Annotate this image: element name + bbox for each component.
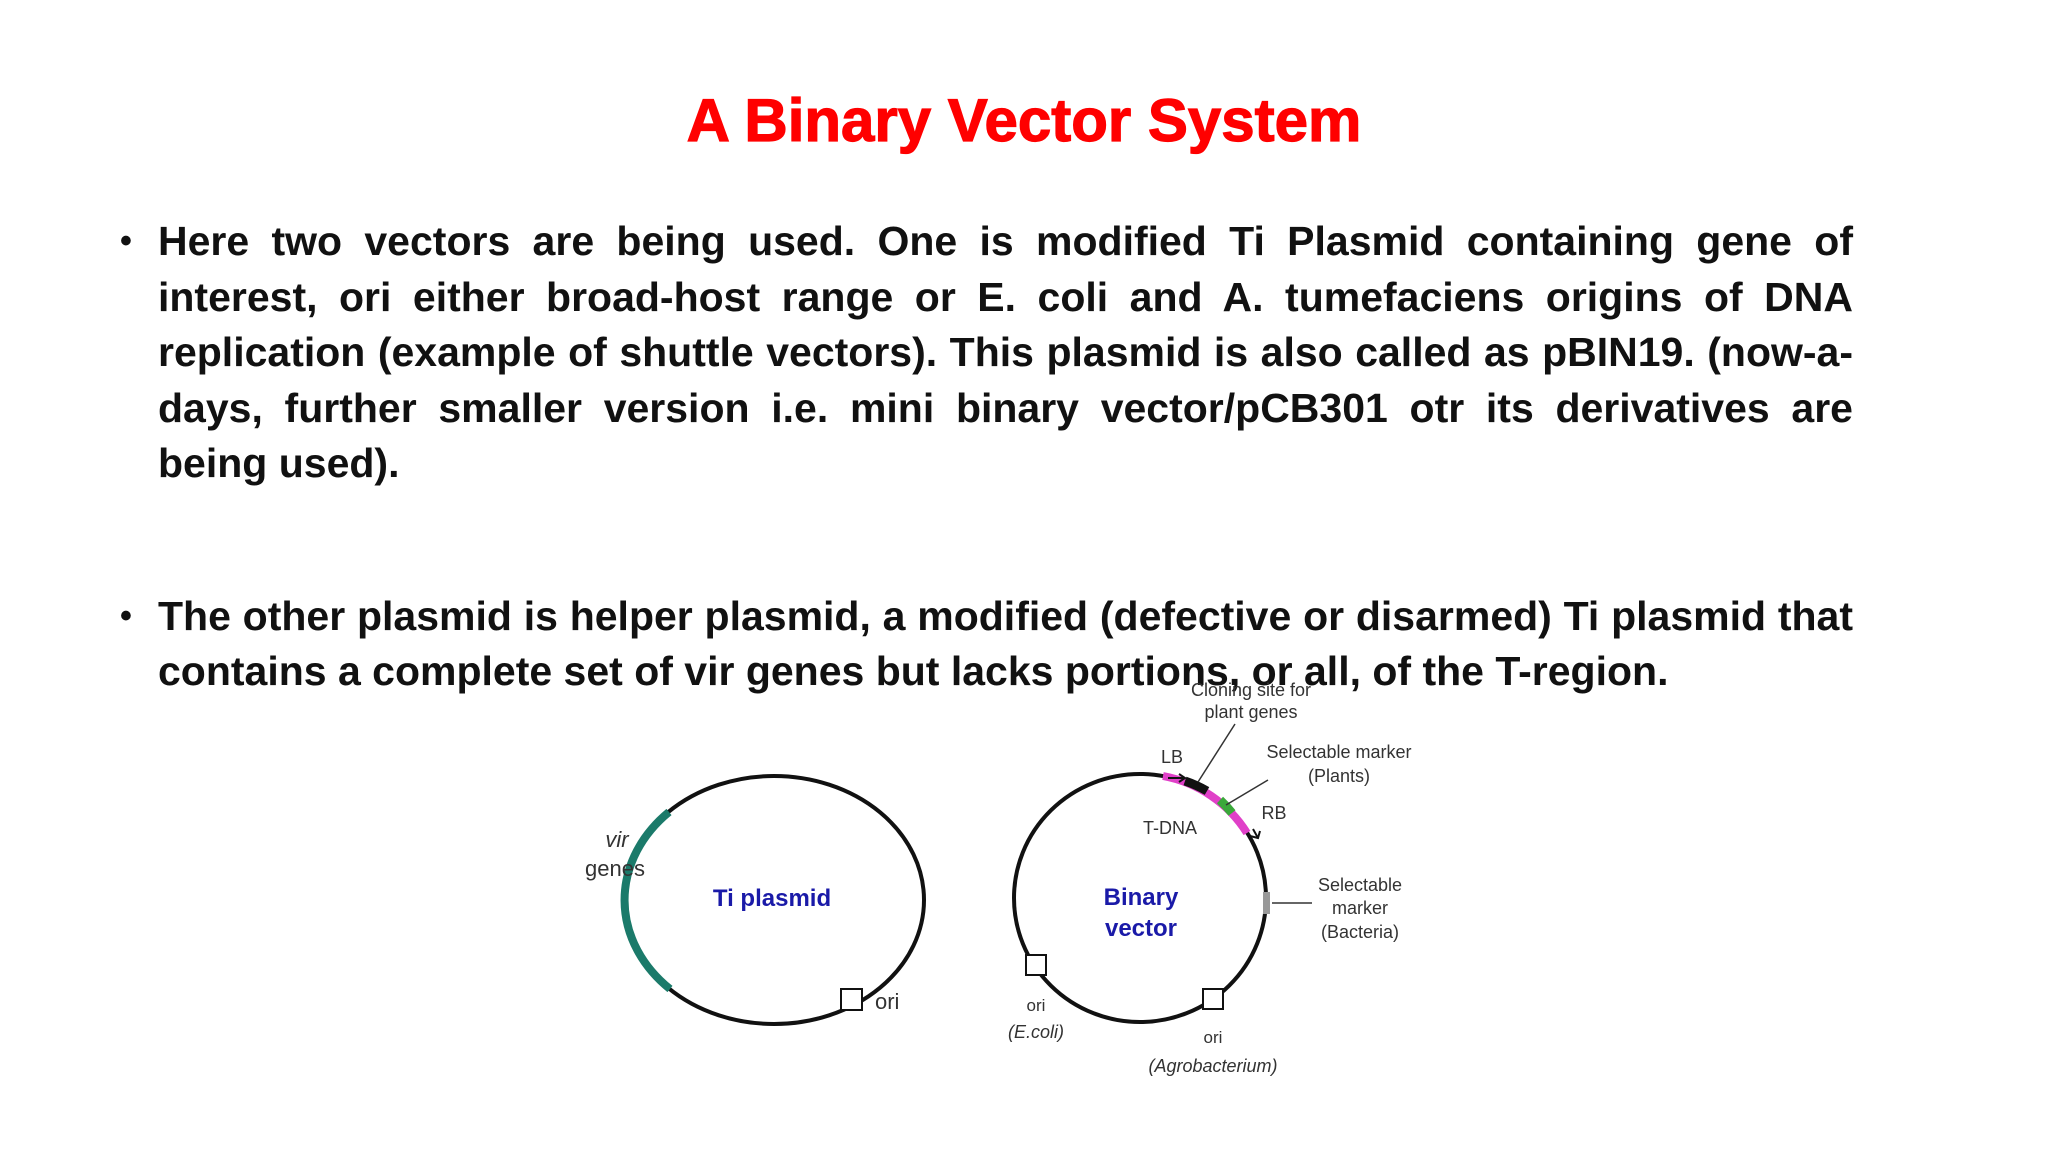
- ti-plasmid: Ti plasmid vir genes ori: [585, 774, 926, 1026]
- ti-plasmid-label: Ti plasmid: [713, 885, 831, 912]
- plant-marker-label-line2: (Plants): [1308, 766, 1370, 786]
- binary-vector-label-line1: Binary: [1104, 884, 1179, 911]
- rb-arrow-icon: [1249, 828, 1261, 840]
- slide-title: A Binary Vector System: [686, 86, 1362, 154]
- genes-label: genes: [585, 856, 645, 881]
- ori-ecoli-label-line2: (E.coli): [1008, 1022, 1064, 1042]
- bacteria-marker-label-line3: (Bacteria): [1321, 922, 1399, 942]
- ori-agro-label-line1: ori: [1204, 1028, 1223, 1047]
- vir-label: vir: [605, 827, 630, 852]
- plant-marker-leader: [1225, 779, 1269, 806]
- bullet-text: The other plasmid is helper plasmid, a m…: [158, 592, 1853, 695]
- rb-label: RB: [1261, 803, 1286, 823]
- ori-ecoli-label-line1: ori: [1027, 996, 1046, 1015]
- bacteria-marker-label-line1: Selectable: [1318, 875, 1402, 895]
- lb-arrow-icon: [1168, 773, 1187, 783]
- ori-ecoli-box: [1025, 954, 1047, 976]
- plant-marker-block: [1216, 796, 1236, 816]
- binary-vector-diagram: Ti plasmid vir genes ori: [560, 660, 1460, 1100]
- binary-vector: Binary vector T-DNA LB RB Cloning site f…: [1008, 680, 1412, 1076]
- bullet-text: Here two vectors are being used. One is …: [158, 218, 1853, 486]
- plant-marker-label-line1: Selectable marker: [1266, 742, 1411, 762]
- bacteria-marker-label-line2: marker: [1332, 898, 1388, 918]
- cloning-site-label-line2: plant genes: [1204, 702, 1297, 722]
- ori-agro-box: [1202, 988, 1224, 1010]
- lb-label: LB: [1161, 747, 1183, 767]
- binary-vector-label-line2: vector: [1105, 915, 1177, 942]
- cloning-site-block: [1183, 776, 1210, 795]
- bacteria-marker-block: [1263, 892, 1270, 914]
- vir-genes-region: [620, 808, 673, 993]
- bullet-symbol: •: [120, 596, 132, 635]
- ori-agro-label-line2: (Agrobacterium): [1148, 1056, 1277, 1076]
- cloning-site-label-line1: Cloning site for: [1191, 680, 1311, 700]
- ti-ori-label: ori: [875, 989, 899, 1014]
- bullet-item: • Here two vectors are being used. One i…: [118, 214, 1853, 492]
- bullet-item: • The other plasmid is helper plasmid, a…: [118, 589, 1853, 700]
- cloning-site-leader: [1197, 723, 1236, 783]
- tdna-label: T-DNA: [1143, 818, 1197, 838]
- bullet-list: • Here two vectors are being used. One i…: [118, 214, 1853, 700]
- ti-ori-box: [840, 988, 863, 1011]
- bullet-symbol: •: [120, 222, 132, 260]
